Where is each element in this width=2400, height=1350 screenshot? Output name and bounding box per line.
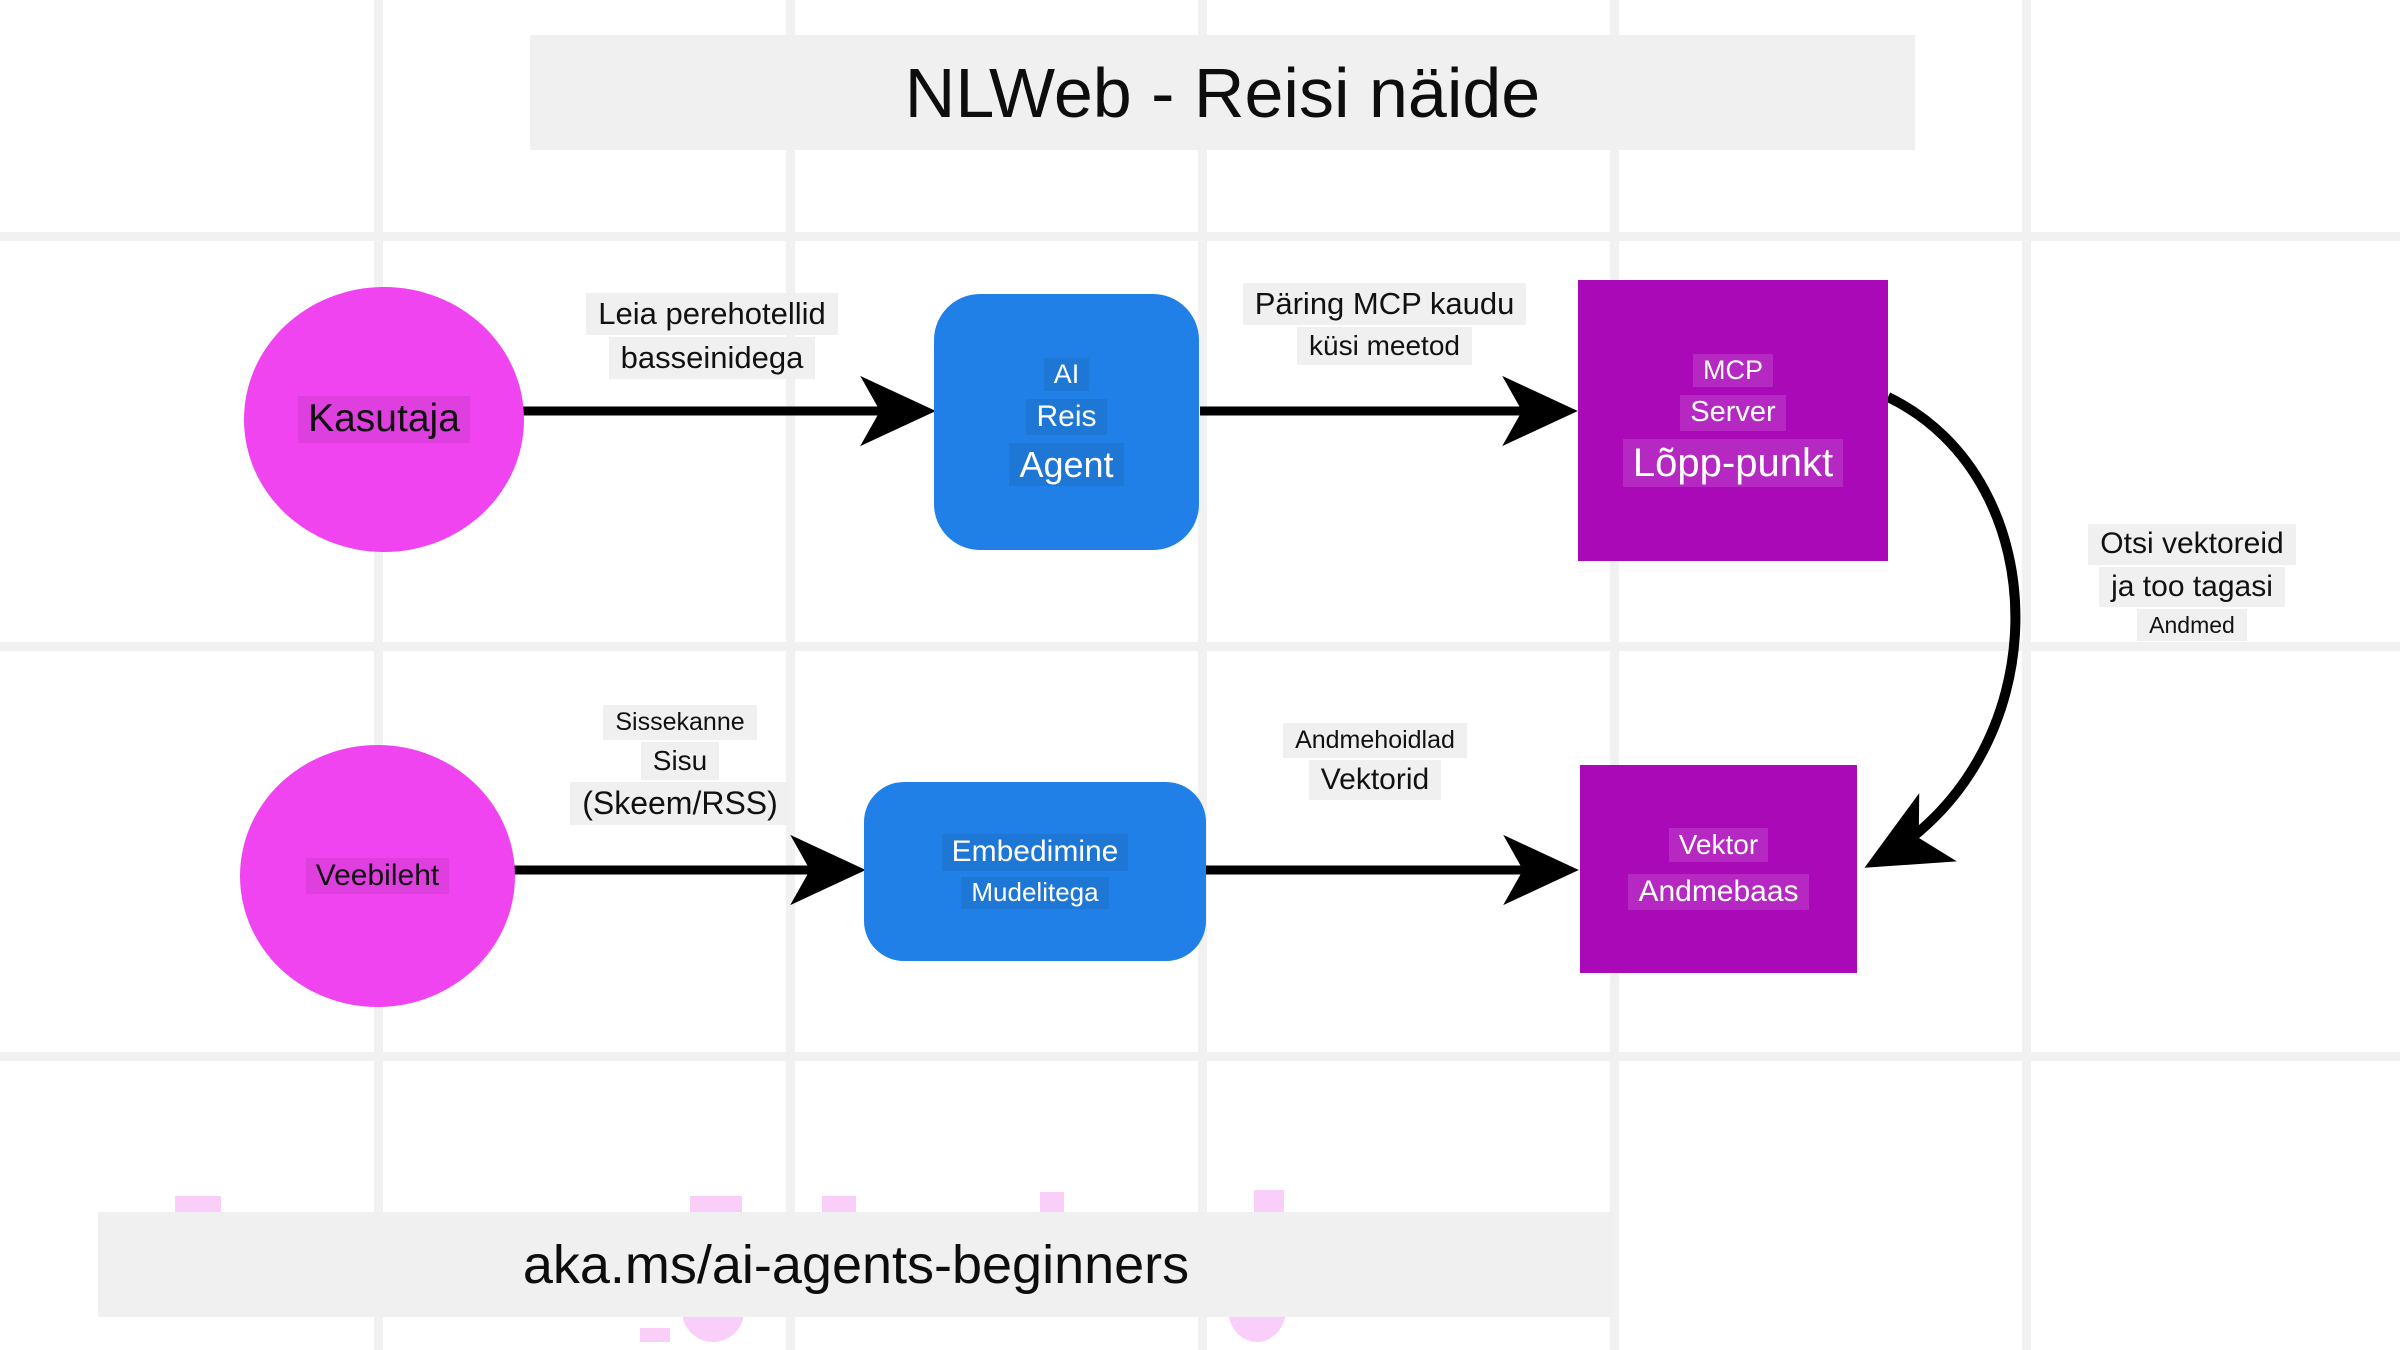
node-embedding-model-text: Embedimine Mudelitega [864,782,1206,961]
footer-link-text: aka.ms/ai-agents-beginners [522,1234,1190,1295]
edge-label-user-to-agent-line-2: basseinidega [608,336,816,379]
decorative-bar [1040,1192,1064,1212]
decorative-triangle [1254,1190,1284,1212]
node-mcp-server[interactable]: MCP Server Lõpp-punkt [1578,280,1888,561]
node-mcp-line-3: Lõpp-punkt [1622,438,1844,487]
node-website-line-1: Veebileht [305,857,450,895]
decorative-bar [690,1196,742,1212]
node-ai-line-3: Agent [1009,443,1124,487]
edge-label-embed-to-vdb-line-2: Vektorid [1308,759,1442,801]
node-embedding-line-2: Mudelitega [961,876,1109,909]
edge-label-web-to-embed-line-2: Sisu [640,741,720,780]
node-embedding-line-1: Embedimine [941,834,1129,871]
node-embedding-model[interactable]: Embedimine Mudelitega [864,782,1206,961]
edge-label-mcp-to-vectordb-line-3: Andmed [2137,609,2247,642]
node-ai-travel-agent-text: AI Reis Agent [934,294,1199,550]
node-vector-db-line-2: Andmebaas [1628,873,1809,911]
edge-label-mcp-to-vectordb-line-1: Otsi vektoreid [2088,524,2296,565]
edge-label-mcp-to-vectordb-line-2: ja too tagasi [2099,566,2285,608]
node-mcp-line-1: MCP [1693,354,1773,388]
grid-line-vertical [786,0,795,1350]
title-banner: NLWeb - Reisi näide [530,35,1915,150]
arrow-mcp-to-vectordb-curved [1864,392,2021,868]
edge-label-website-to-embedding: Sissekanne Sisu (Skeem/RSS) [530,705,830,827]
edge-label-user-to-agent-line-1: Leia perehotellid [586,293,838,335]
grid-line-vertical [1610,0,1619,1350]
decorative-bar [640,1328,670,1342]
node-website[interactable]: Veebileht [240,745,515,1007]
decorative-bar [175,1196,221,1212]
edge-label-web-to-embed-line-3: (Skeem/RSS) [570,781,790,825]
grid-line-vertical [1198,0,1207,1350]
node-vector-db-line-1: Vektor [1668,827,1769,862]
edge-label-agent-to-mcp-line-1: Päring MCP kaudu [1242,283,1527,325]
node-user[interactable]: Kasutaja [244,287,524,552]
grid-line-horizontal [0,642,2400,651]
grid-line-horizontal [0,1052,2400,1061]
node-mcp-server-text: MCP Server Lõpp-punkt [1578,280,1888,561]
node-ai-line-1: AI [1043,357,1090,391]
node-user-line-1: Kasutaja [298,396,470,443]
node-vector-database-text: Vektor Andmebaas [1580,765,1857,973]
edge-label-embed-to-vdb-line-1: Andmehoidlad [1283,723,1467,758]
edge-label-embedding-to-vectordb: Andmehoidlad Vektorid [1230,723,1520,802]
node-ai-travel-agent[interactable]: AI Reis Agent [934,294,1199,550]
edge-label-agent-to-mcp: Päring MCP kaudu küsi meetod [1232,283,1537,367]
node-website-text: Veebileht [240,745,515,1007]
grid-line-vertical [374,0,383,1350]
grid-line-vertical [2022,0,2031,1350]
node-user-text: Kasutaja [244,287,524,552]
decorative-triangle [822,1196,856,1212]
edge-label-user-to-agent: Leia perehotellid basseinidega [512,293,912,381]
node-vector-database[interactable]: Vektor Andmebaas [1580,765,1857,973]
node-mcp-line-2: Server [1680,395,1786,431]
grid-line-horizontal [0,232,2400,241]
node-ai-line-2: Reis [1026,398,1107,436]
edge-label-mcp-to-vectordb: Otsi vektoreid ja too tagasi Andmed [2042,524,2342,643]
edge-label-agent-to-mcp-line-2: küsi meetod [1297,326,1472,365]
page-title: NLWeb - Reisi näide [904,53,1541,132]
edge-label-web-to-embed-line-1: Sissekanne [603,705,757,740]
footer-banner: aka.ms/ai-agents-beginners [98,1212,1614,1317]
